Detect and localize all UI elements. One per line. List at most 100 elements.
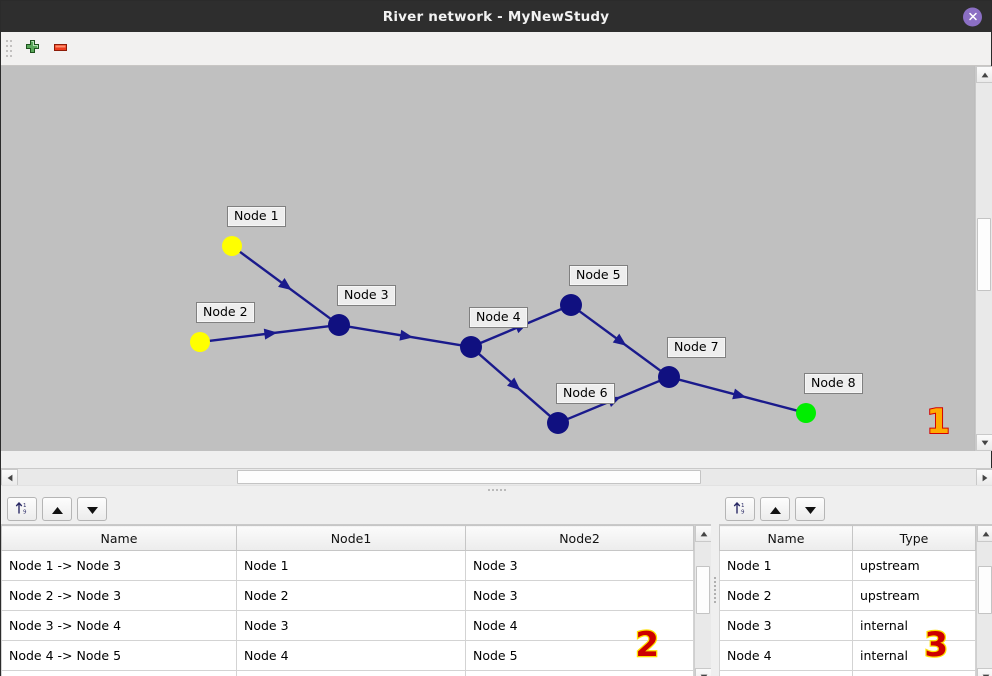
node-label-node-8[interactable]: Node 8 bbox=[804, 373, 863, 394]
column-header-node1[interactable]: Node1 bbox=[236, 525, 466, 551]
reaches-vertical-scrollbar[interactable] bbox=[694, 525, 711, 676]
table-cell[interactable]: Node 4 bbox=[465, 610, 694, 641]
column-header-name[interactable]: Name bbox=[1, 525, 237, 551]
table-cell-empty[interactable] bbox=[465, 670, 694, 676]
column-header-name[interactable]: Name bbox=[719, 525, 853, 551]
reaches-move-up-button[interactable] bbox=[42, 497, 72, 521]
canvas-vscroll-thumb[interactable] bbox=[977, 218, 991, 291]
scroll-right-arrow-icon[interactable] bbox=[976, 469, 992, 486]
nodes-scroll-down-arrow-icon[interactable] bbox=[977, 668, 992, 676]
canvas-vertical-scrollbar[interactable] bbox=[975, 66, 992, 451]
nodes-vertical-scrollbar[interactable] bbox=[976, 525, 992, 676]
canvas-hscroll-thumb[interactable] bbox=[237, 470, 701, 484]
node-label-node-1[interactable]: Node 1 bbox=[227, 206, 286, 227]
reaches-scroll-up-arrow-icon[interactable] bbox=[695, 525, 711, 542]
canvas-horizontal-scrollbar[interactable] bbox=[1, 468, 992, 486]
nodes-move-up-button[interactable] bbox=[760, 497, 790, 521]
table-cell[interactable]: Node 3 -> Node 4 bbox=[1, 610, 237, 641]
vertical-splitter[interactable] bbox=[711, 494, 719, 676]
network-canvas[interactable]: Node 1 Node 2 Node 3 Node 4 Node 5 Node 6 Node… bbox=[1, 66, 975, 451]
table-cell[interactable]: Node 3 bbox=[465, 550, 694, 581]
graph-node-node-3[interactable] bbox=[328, 314, 350, 336]
table-row-empty[interactable] bbox=[719, 670, 976, 676]
node-label-node-2[interactable]: Node 2 bbox=[196, 302, 255, 323]
node-label-node-5[interactable]: Node 5 bbox=[569, 265, 628, 286]
table-cell[interactable]: upstream bbox=[852, 550, 976, 581]
horizontal-splitter[interactable] bbox=[1, 485, 992, 494]
canvas-hscroll-track[interactable] bbox=[18, 469, 976, 485]
table-cell[interactable]: Node 4 bbox=[236, 640, 466, 671]
nodes-move-down-button[interactable] bbox=[795, 497, 825, 521]
table-row-empty[interactable] bbox=[1, 670, 694, 676]
add-node-button[interactable] bbox=[18, 35, 46, 63]
table-cell[interactable]: Node 1 bbox=[236, 550, 466, 581]
graph-node-node-1[interactable] bbox=[222, 236, 242, 256]
node-label-node-3[interactable]: Node 3 bbox=[337, 285, 396, 306]
table-cell-empty[interactable] bbox=[719, 670, 853, 676]
table-cell[interactable]: internal bbox=[852, 640, 976, 671]
graph-node-node-2[interactable] bbox=[190, 332, 210, 352]
table-cell[interactable]: Node 1 bbox=[719, 550, 853, 581]
column-header-node2[interactable]: Node2 bbox=[465, 525, 694, 551]
svg-text:9: 9 bbox=[741, 509, 745, 515]
graph-node-node-6[interactable] bbox=[547, 412, 569, 434]
canvas-vscroll-track[interactable] bbox=[976, 83, 992, 434]
graph-node-node-7[interactable] bbox=[658, 366, 680, 388]
table-cell[interactable]: Node 2 -> Node 3 bbox=[1, 580, 237, 611]
graph-node-node-4[interactable] bbox=[460, 336, 482, 358]
reaches-move-down-button[interactable] bbox=[77, 497, 107, 521]
table-cell[interactable]: Node 1 -> Node 3 bbox=[1, 550, 237, 581]
node-label-node-6[interactable]: Node 6 bbox=[556, 383, 615, 404]
table-cell[interactable]: Node 3 bbox=[465, 580, 694, 611]
edge-arrowhead-icon bbox=[399, 329, 414, 341]
table-cell[interactable]: Node 5 bbox=[465, 640, 694, 671]
remove-node-button[interactable] bbox=[46, 35, 74, 63]
table-cell[interactable]: Node 2 bbox=[236, 580, 466, 611]
reaches-vscroll-thumb[interactable] bbox=[696, 566, 710, 614]
table-cell[interactable]: Node 4 bbox=[719, 640, 853, 671]
graph-node-node-5[interactable] bbox=[560, 294, 582, 316]
graph-node-node-8[interactable] bbox=[796, 403, 816, 423]
scroll-up-arrow-icon[interactable] bbox=[976, 66, 992, 83]
reaches-sort-button[interactable]: 1 9 bbox=[7, 497, 37, 521]
nodes-vscroll-track[interactable] bbox=[977, 542, 992, 668]
edge-arrowhead-icon bbox=[732, 388, 747, 400]
table-cell-empty[interactable] bbox=[852, 670, 976, 676]
table-cell[interactable]: Node 4 -> Node 5 bbox=[1, 640, 237, 671]
close-icon[interactable] bbox=[963, 7, 982, 26]
nodes-sort-button[interactable]: 1 9 bbox=[725, 497, 755, 521]
table-cell[interactable]: Node 2 bbox=[719, 580, 853, 611]
nodes-vscroll-thumb[interactable] bbox=[978, 566, 992, 614]
node-label-node-4[interactable]: Node 4 bbox=[469, 307, 528, 328]
table-cell[interactable]: internal bbox=[852, 610, 976, 641]
table-cell-empty[interactable] bbox=[1, 670, 237, 676]
table-cell[interactable]: upstream bbox=[852, 580, 976, 611]
edge-arrowhead-icon bbox=[612, 333, 627, 346]
nodes-scroll-up-arrow-icon[interactable] bbox=[977, 525, 992, 542]
node-label-node-7[interactable]: Node 7 bbox=[667, 337, 726, 358]
table-cell[interactable]: Node 3 bbox=[719, 610, 853, 641]
reaches-scroll-down-arrow-icon[interactable] bbox=[695, 668, 711, 676]
scroll-left-arrow-icon[interactable] bbox=[1, 469, 18, 486]
table-cell[interactable]: Node 3 bbox=[236, 610, 466, 641]
reaches-vscroll-track[interactable] bbox=[695, 542, 711, 668]
toolbar-drag-handle[interactable] bbox=[5, 38, 14, 60]
scroll-down-arrow-icon[interactable] bbox=[976, 434, 992, 451]
column-header-type[interactable]: Type bbox=[852, 525, 976, 551]
table-cell-empty[interactable] bbox=[236, 670, 466, 676]
